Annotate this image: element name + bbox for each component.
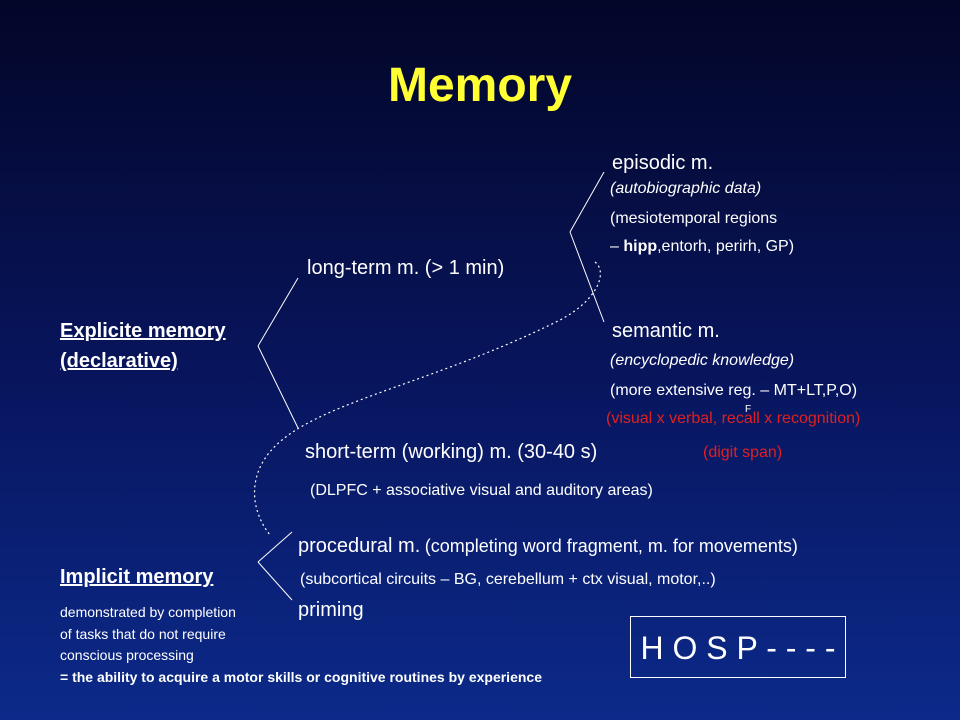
episodic-regions-rest: ,entorh, perirh, GP) bbox=[657, 238, 795, 255]
semantic-marker: F bbox=[745, 404, 752, 415]
longterm-label: long-term m. (> 1 min) bbox=[307, 257, 505, 279]
implicit-desc-line2: of tasks that do not require bbox=[60, 626, 226, 642]
longterm-to-episodic-line bbox=[569, 171, 605, 233]
shortterm-regions: (DLPFC + associative visual and auditory… bbox=[310, 482, 653, 499]
explicit-to-longterm-line bbox=[257, 277, 299, 347]
page-title: Memory bbox=[387, 59, 573, 112]
episodic-regions-line2: – hipp,entorh, perirh, GP) bbox=[610, 238, 794, 256]
shortterm-test: (digit span) bbox=[703, 444, 783, 461]
shortterm-label: short-term (working) m. (30-40 s) bbox=[305, 441, 598, 463]
semantic-tests: (visual x verbal, recall x recognition) bbox=[606, 410, 861, 427]
priming-label: priming bbox=[298, 599, 364, 621]
implicit-to-priming-line bbox=[257, 561, 293, 601]
implicit-definition: = the ability to acquire a motor skills … bbox=[60, 669, 542, 685]
episodic-regions-line1: (mesiotemporal regions bbox=[610, 210, 778, 227]
episodic-label: episodic m. bbox=[612, 152, 714, 174]
longterm-to-semantic-line bbox=[569, 231, 605, 323]
semantic-regions: (more extensive reg. – MT+LT,P,O) bbox=[610, 382, 858, 399]
semantic-note: (encyclopedic knowledge) bbox=[610, 352, 795, 369]
explicit-heading: Explicite memory bbox=[60, 320, 226, 342]
implicit-to-procedural-line bbox=[257, 531, 293, 563]
episodic-regions-bold: hipp bbox=[623, 238, 658, 255]
hosp-box: H O S P - - - - bbox=[630, 616, 846, 678]
procedural-line: procedural m. (completing word fragment,… bbox=[298, 535, 798, 558]
explicit-subheading: (declarative) bbox=[60, 350, 178, 372]
procedural-regions: (subcortical circuits – BG, cerebellum +… bbox=[300, 571, 716, 588]
semantic-label: semantic m. bbox=[612, 320, 720, 342]
implicit-desc-line3: conscious processing bbox=[60, 647, 194, 663]
episodic-regions-dash: – bbox=[610, 238, 624, 255]
procedural-note: (completing word fragment, m. for moveme… bbox=[424, 536, 798, 556]
explicit-to-shortterm-line bbox=[257, 345, 299, 429]
implicit-desc-line1: demonstrated by completion bbox=[60, 604, 236, 620]
episodic-note: (autobiographic data) bbox=[610, 180, 762, 197]
implicit-heading: Implicit memory bbox=[60, 566, 214, 588]
procedural-label: procedural m. bbox=[298, 535, 421, 557]
